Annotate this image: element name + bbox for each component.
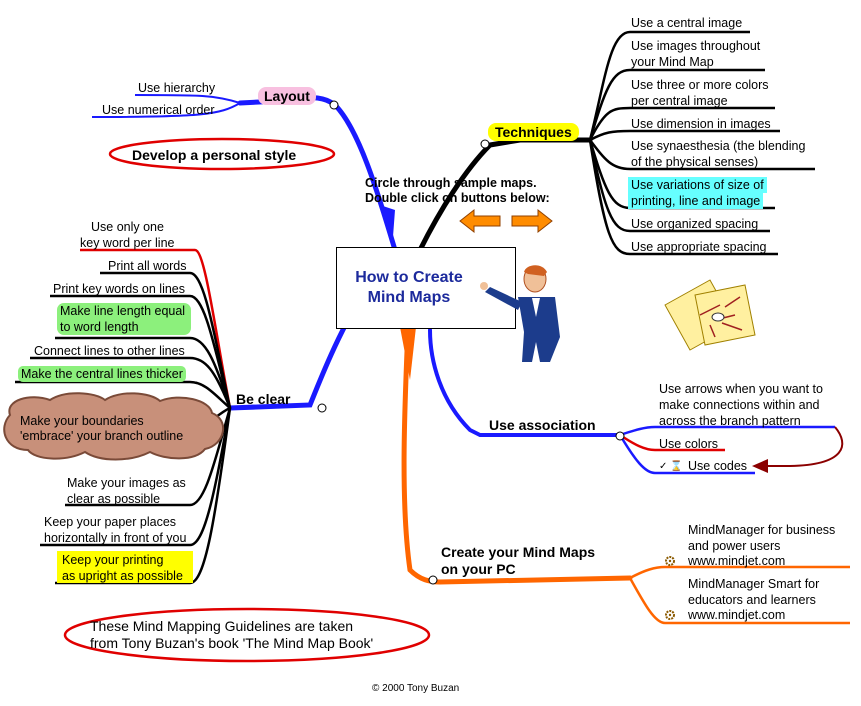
- association-item: Use codes: [688, 459, 748, 473]
- layout-label[interactable]: Layout: [258, 87, 316, 105]
- pc-label-line-1[interactable]: Create your Mind Maps: [441, 544, 596, 560]
- technique-item: Use organized spacing: [631, 217, 759, 231]
- branch-techniques: [417, 137, 593, 253]
- association-item: across the branch pattern: [659, 414, 801, 428]
- pc-item-link[interactable]: www.mindjet.com: [688, 608, 786, 622]
- technique-item: of the physical senses): [631, 155, 759, 169]
- right-arrow-button-icon[interactable]: [510, 207, 554, 235]
- technique-item: Use a central image: [631, 16, 743, 30]
- technique-item: printing, line and image: [628, 193, 764, 209]
- instruction-line-2: Double click on buttons below:: [365, 191, 550, 205]
- technique-item: Use appropriate spacing: [631, 240, 767, 254]
- layout-label-text: Layout: [258, 87, 316, 105]
- be-clear-item: Make your images as: [67, 476, 186, 490]
- be-clear-item: 'embrace' your branch outline: [20, 429, 184, 443]
- central-topic-title: How to Create Mind Maps: [344, 268, 474, 308]
- be-clear-item: as upright as possible: [62, 569, 183, 583]
- gear-icon: [665, 610, 675, 620]
- title-line-2: Mind Maps: [367, 289, 451, 306]
- association-item: make connections within and: [659, 398, 820, 412]
- left-arrow-button-icon[interactable]: [458, 207, 502, 235]
- association-arrow: [768, 426, 844, 467]
- layout-item-hierarchy: Use hierarchy: [138, 81, 216, 95]
- gear-icon: [665, 556, 675, 566]
- source-note-line-1: These Mind Mapping Guidelines are taken: [90, 618, 354, 634]
- layout-item-numerical: Use numerical order: [102, 103, 215, 117]
- technique-item: Use three or more colors: [631, 78, 769, 92]
- be-clear-item: Make the central lines thicker: [18, 366, 186, 382]
- codes-icon: ✓ ⌛: [659, 461, 683, 472]
- personal-style-bubble: [108, 137, 336, 171]
- be-clear-item: horizontally in front of you: [44, 531, 187, 545]
- be-clear-item: Print all words: [108, 259, 187, 273]
- presenter-figure-icon: [480, 265, 560, 362]
- branch-layout: [237, 95, 398, 253]
- printing-highlight: [57, 551, 193, 583]
- be-clear-item: Keep your printing: [62, 553, 164, 567]
- source-note-line-2: from Tony Buzan's book 'The Mind Map Boo…: [90, 635, 374, 651]
- association-item: Use arrows when you want to: [659, 382, 823, 396]
- be-clear-item: Make your boundaries: [20, 414, 144, 428]
- source-note-bubble: [63, 607, 431, 663]
- title-line-1: How to Create: [355, 269, 463, 286]
- sample-maps-icon[interactable]: [660, 275, 760, 355]
- line-length-highlight: [57, 303, 191, 335]
- pc-item: educators and learners: [688, 593, 816, 607]
- technique-item: per central image: [631, 94, 728, 108]
- pc-label-line-2[interactable]: on your PC: [441, 561, 516, 577]
- pc-item: and power users: [688, 539, 781, 553]
- be-clear-item: to word length: [60, 320, 139, 334]
- be-clear-item: Use only one: [91, 220, 164, 234]
- instruction-line-1: Circle through sample maps.: [365, 176, 537, 190]
- be-clear-item: Make line length equal: [60, 304, 186, 318]
- be-clear-item: key word per line: [80, 236, 175, 250]
- association-label[interactable]: Use association: [489, 417, 596, 433]
- techniques-label[interactable]: Techniques: [488, 123, 579, 141]
- technique-item: Use dimension in images: [631, 117, 771, 131]
- be-clear-item: Connect lines to other lines: [34, 344, 185, 358]
- be-clear-item: Keep your paper places: [44, 515, 177, 529]
- pc-item: MindManager Smart for: [688, 577, 820, 591]
- techniques-label-text: Techniques: [488, 123, 579, 141]
- branch-association: [428, 328, 622, 437]
- be-clear-item: Print key words on lines: [53, 282, 186, 296]
- technique-item: Use synaesthesia (the blending: [631, 139, 806, 153]
- be-clear-label[interactable]: Be clear: [236, 391, 291, 407]
- pc-item: MindManager for business: [688, 523, 836, 537]
- be-clear-item: clear as possible: [67, 492, 161, 506]
- personal-style-text: Develop a personal style: [132, 147, 297, 163]
- technique-item: Use images throughout: [631, 39, 761, 53]
- boundary-cloud: [3, 392, 225, 461]
- pc-item-link[interactable]: www.mindjet.com: [688, 554, 786, 568]
- technique-item: Use variations of size of: [628, 177, 767, 193]
- technique-item: your Mind Map: [631, 55, 714, 69]
- copyright: © 2000 Tony Buzan: [372, 683, 460, 694]
- association-item: Use colors: [659, 437, 719, 451]
